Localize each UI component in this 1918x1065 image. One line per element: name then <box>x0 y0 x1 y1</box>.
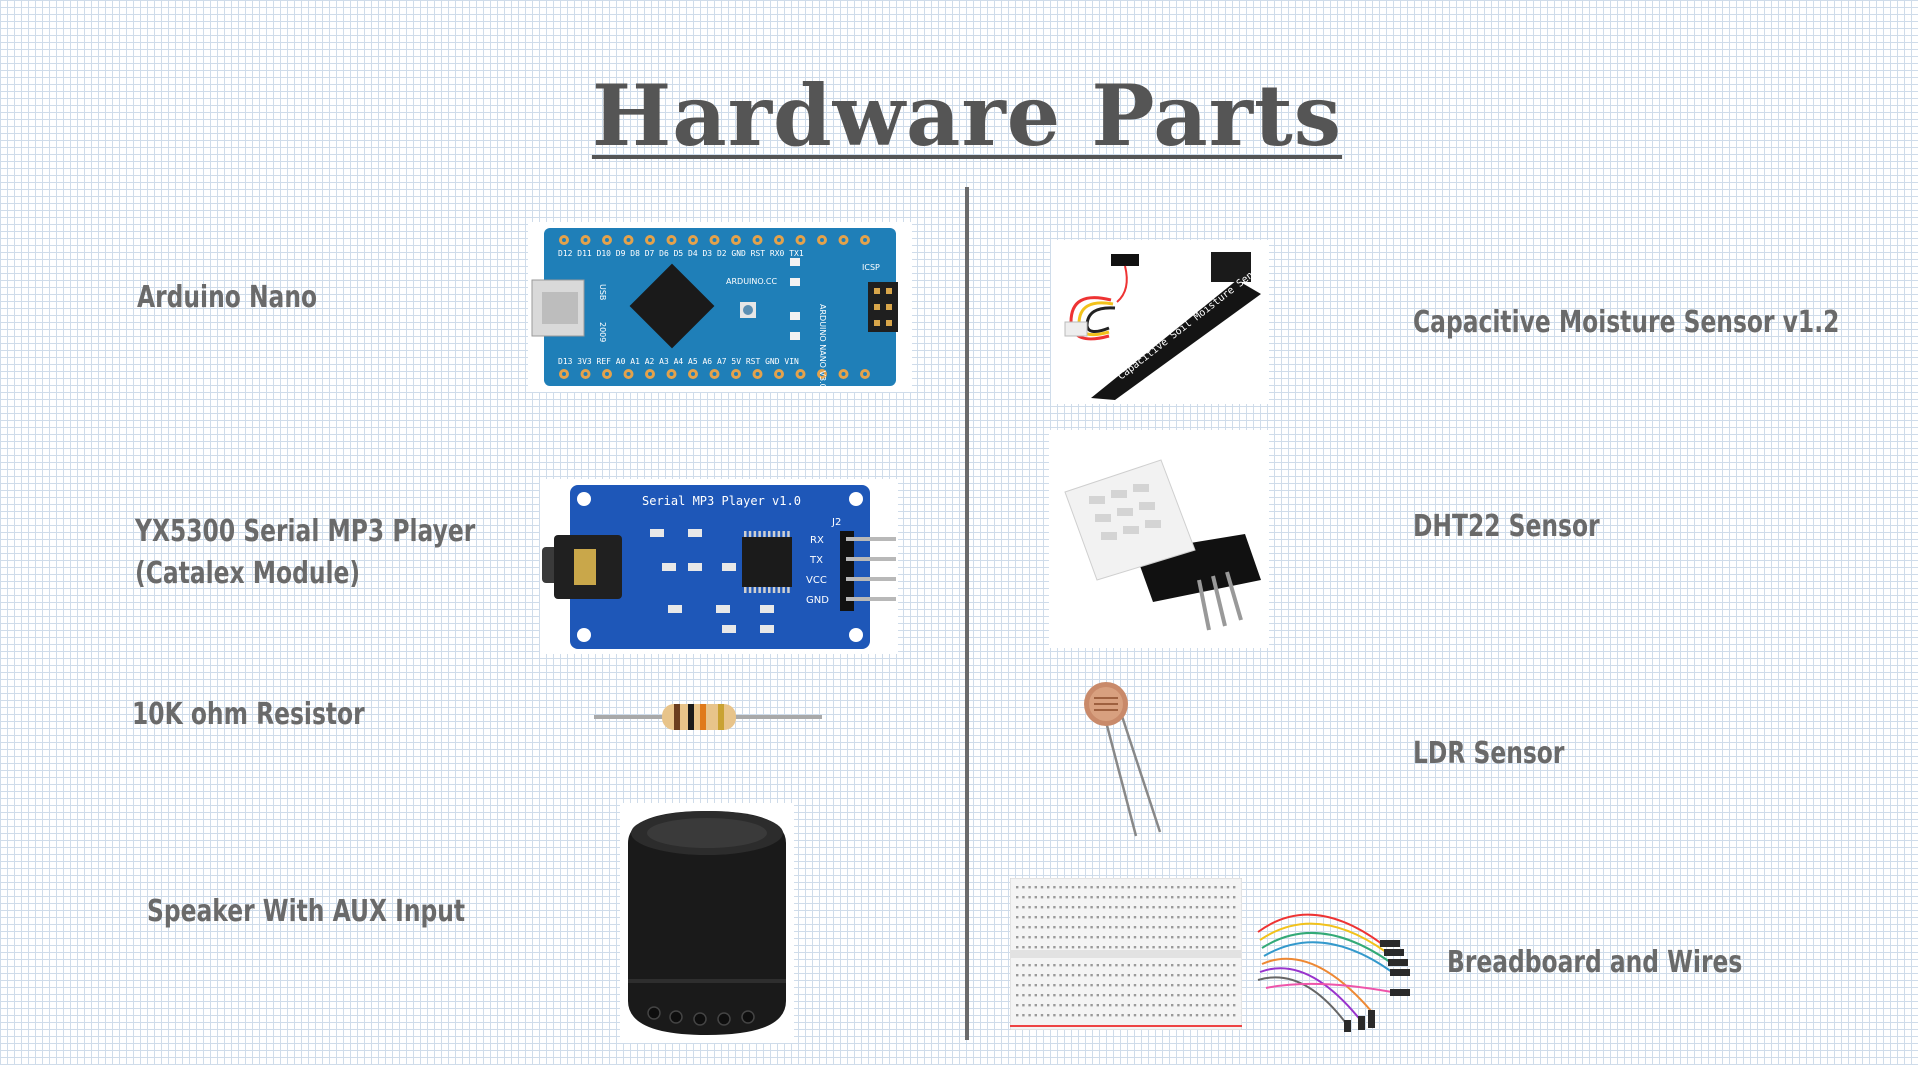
breadboard-icon <box>1009 877 1243 1031</box>
jumper-wires-icon <box>1257 913 1410 1032</box>
nano-icsp-label: ICSP <box>862 263 880 272</box>
nano-top-pin-labels: D12 D11 D10 D9 D8 D7 D6 D5 D4 D3 D2 GND … <box>558 249 804 258</box>
nano-name-label: ARDUINO NANO V3.0 <box>818 304 827 389</box>
breadboard-image <box>1009 877 1243 1031</box>
label-ldr: LDR Sensor <box>1413 736 1565 771</box>
moisture-sensor-image: Capacitive Soil Moisture Sensor v1.2 <box>1051 240 1294 404</box>
speaker-icon <box>628 811 786 1035</box>
page-title: Hardware Parts <box>591 66 1343 165</box>
jumper-wires-image <box>1252 892 1418 1032</box>
mp3-player-image: Serial MP3 Player v1.0 RX TX VCC GND J2 <box>540 479 898 654</box>
moisture-sensor-icon: Capacitive Soil Moisture Sensor v1.2 <box>1064 240 1294 400</box>
nano-year-label: 2009 <box>598 322 607 342</box>
dht22-sensor-icon <box>1064 459 1261 631</box>
arduino-nano-image: D12 D11 D10 D9 D8 D7 D6 D5 D4 D3 D2 GND … <box>528 222 912 392</box>
nano-usb-label: USB <box>598 284 607 300</box>
mp3-pin-tx: TX <box>809 555 823 566</box>
label-moisture-sensor: Capacitive Moisture Sensor v1.2 <box>1413 305 1840 340</box>
label-resistor: 10K ohm Resistor <box>132 697 365 732</box>
mp3-pin-gnd: GND <box>806 595 829 606</box>
mp3-pin-vcc: VCC <box>806 575 827 586</box>
resistor-icon <box>594 704 822 730</box>
nano-bottom-pin-labels: D13 3V3 REF A0 A1 A2 A3 A4 A5 A6 A7 5V R… <box>558 357 799 366</box>
label-dht22: DHT22 Sensor <box>1413 509 1600 544</box>
ldr-sensor-icon <box>1084 682 1162 837</box>
label-breadboard: Breadboard and Wires <box>1447 945 1743 980</box>
arduino-nano-board-icon: D12 D11 D10 D9 D8 D7 D6 D5 D4 D3 D2 GND … <box>531 228 898 389</box>
resistor-image <box>590 697 826 737</box>
center-divider <box>965 187 969 1040</box>
dht22-image <box>1049 430 1269 648</box>
mp3-pin-rx: RX <box>810 535 824 546</box>
label-mp3-player-line1: YX5300 Serial MP3 Player <box>135 514 476 549</box>
nano-site-label: ARDUINO.CC <box>726 277 777 286</box>
label-arduino-nano: Arduino Nano <box>137 280 318 315</box>
label-mp3-player-line2: (Catalex Module) <box>135 556 361 591</box>
ldr-image <box>1076 680 1168 840</box>
speaker-image <box>620 803 794 1043</box>
mp3-title-label: Serial MP3 Player v1.0 <box>642 494 801 508</box>
label-speaker: Speaker With AUX Input <box>147 894 466 929</box>
mp3-header-label: J2 <box>831 517 841 528</box>
mp3-player-module-icon: Serial MP3 Player v1.0 RX TX VCC GND J2 <box>542 485 896 649</box>
